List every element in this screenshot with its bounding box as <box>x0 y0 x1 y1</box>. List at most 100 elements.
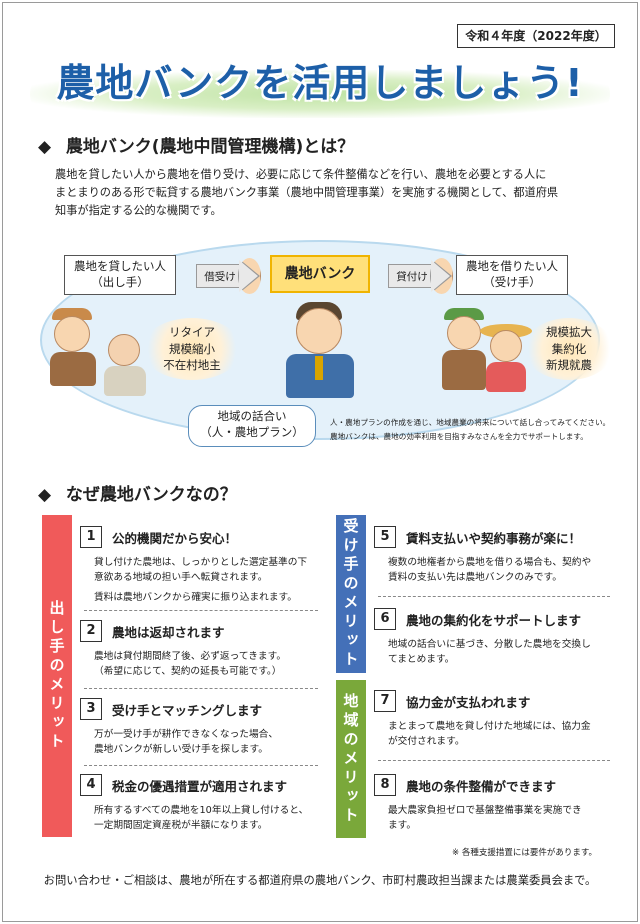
diagram-notes: 人・農地プランの作成を通じ、地域農業の将来について話し合ってみてください。 農地… <box>330 416 610 445</box>
merit-desc-line: が交付されます。 <box>388 735 465 747</box>
merit-title: 公的機関だから安心！ <box>112 531 238 546</box>
merit-description: 所有するすべての農地を10年以上貸し付けると、 一定期間固定資産税が半額になりま… <box>94 804 308 833</box>
merit-item-6: 6 農地の集約化をサポートします 地域の話合いに基づき、分散した農地を交換し て… <box>374 608 624 668</box>
merit-desc-line: ます。 <box>388 819 417 831</box>
merit-desc-line: 万が一受け手が耕作できなくなった場合、 <box>94 729 279 740</box>
merit-item-4: 4 税金の優遇措置が適用されます 所有するすべての農地を10年以上貸し付けると、… <box>80 774 330 834</box>
divider <box>84 688 318 689</box>
contact-footer: お問い合わせ・ご相談は、農地が所在する都道府県の農地バンク、市町村農政担当課また… <box>43 874 597 887</box>
borrow-arrow-icon: 借受け <box>196 258 261 294</box>
merit-number: 3 <box>80 698 102 720</box>
merit-item-7: 7 協力金が支払われます まとまって農地を貸し付けた地域には、協力金 が交付され… <box>374 690 624 750</box>
lender-label: 農地を貸したい人 <box>74 259 166 273</box>
title-background <box>30 70 610 118</box>
region-merits-tab: 地域のメリット <box>336 680 366 838</box>
lender-type: 不在村地主 <box>163 358 221 373</box>
borrower-type: 新規就農 <box>546 358 592 373</box>
lender-role: （出し手） <box>91 274 149 289</box>
lend-arrow-label: 貸付け <box>396 271 428 283</box>
lender-type: リタイア <box>169 325 215 339</box>
merit-desc-line: 農地は貸付期間終了後、必ず返ってきます。 <box>94 651 287 662</box>
merit-title: 農地の集約化をサポートします <box>406 613 582 628</box>
merit-number: 2 <box>80 620 102 642</box>
merit-desc-line: 賃料の支払い先は農地バンクのみです。 <box>388 571 562 583</box>
merit-description: まとまって農地を貸し付けた地域には、協力金 が交付されます。 <box>388 720 591 749</box>
merit-desc-line: 一定期間固定資産税が半額になります。 <box>94 819 268 831</box>
merit-title: 協力金が支払われます <box>406 695 531 710</box>
bank-staff-illustration <box>282 302 358 398</box>
merit-item-5: 5 賃料支払いや契約事務が楽に！ 複数の地権者から農地を借りる場合も、契約や 賃… <box>374 526 624 586</box>
lender-type: 規模縮小 <box>169 341 215 356</box>
farmland-bank-box: 農地バンク <box>270 255 370 293</box>
merit-description: 万が一受け手が耕作できなくなった場合、 農地バンクが新しい受け手を探します。 <box>94 728 278 757</box>
diagram-note: 人・農地プランの作成を通じ、地域農業の将来について話し合ってみてください。 <box>330 418 611 427</box>
merit-description: 最大農家負担ゼロで基盤整備事業を実施でき ます。 <box>388 804 582 833</box>
divider <box>378 596 610 597</box>
borrower-box: 農地を借りたい人 （受け手） <box>456 255 568 295</box>
merit-number: 5 <box>374 526 396 548</box>
divider <box>378 760 610 761</box>
lender-types: リタイア 規模縮小 不在村地主 <box>142 318 242 380</box>
merit-desc-line: 賃料は農地バンクから確実に振り込まれます。 <box>94 592 297 604</box>
borrower-type: 集約化 <box>551 341 587 356</box>
borrower-types: 規模拡大 集約化 新規就農 <box>524 318 614 380</box>
talk-plan: （人・農地プラン） <box>200 424 304 439</box>
lender-merits-tab: 出し手のメリット <box>42 515 72 837</box>
merit-number: 8 <box>374 774 396 796</box>
merit-item-1: 1 公的機関だから安心！ 貸し付けた農地は、しっかりとした選定基準の下 意欲ある… <box>80 526 330 606</box>
borrower-merits-tab: 受け手のメリット <box>336 515 366 673</box>
merit-desc-line: 最大農家負担ゼロで基盤整備事業を実施でき <box>388 805 582 816</box>
lender-box: 農地を貸したい人 （出し手） <box>64 255 176 295</box>
intro-line: 知事が指定する公的な機関です。 <box>55 203 222 217</box>
intro-line: まとまりのある形で転貸する農地バンク事業（農地中間管理事業）を実施する機関として… <box>55 185 559 199</box>
section2-heading: ◆ なぜ農地バンクなの？ <box>38 480 237 505</box>
borrower-role: （受け手） <box>483 274 541 289</box>
lend-arrow-icon: 貸付け <box>388 258 453 294</box>
merit-desc-line: 複数の地権者から農地を借りる場合も、契約や <box>388 557 592 568</box>
section1-heading: ◆ 農地バンク(農地中間管理機構)とは？ <box>38 132 354 157</box>
year-badge: 令和４年度（2022年度） <box>457 24 615 48</box>
section1-intro: 農地を貸したい人から農地を借り受け、必要に応じて条件整備などを行い、農地を必要と… <box>55 166 595 220</box>
community-discussion-box: 地域の話合い （人・農地プラン） <box>188 405 316 447</box>
section1-heading-text: 農地バンク(農地中間管理機構)とは？ <box>65 137 355 157</box>
merit-number: 4 <box>80 774 102 796</box>
merit-description: 農地は貸付期間終了後、必ず返ってきます。 （希望に応じて、契約の延長も可能です。… <box>94 650 286 679</box>
merit-item-2: 2 農地は返却されます 農地は貸付期間終了後、必ず返ってきます。 （希望に応じて… <box>80 620 330 680</box>
merit-title: 農地は返却されます <box>112 625 225 640</box>
borrower-type: 規模拡大 <box>546 325 592 339</box>
merit-number: 7 <box>374 690 396 712</box>
elderly-man-illustration <box>104 334 146 396</box>
merit-item-3: 3 受け手とマッチングします 万が一受け手が耕作できなくなった場合、 農地バンク… <box>80 698 330 758</box>
merit-desc-line: まとまって農地を貸し付けた地域には、協力金 <box>388 721 591 732</box>
merit-title: 賃料支払いや契約事務が楽に！ <box>406 531 582 546</box>
merit-description: 貸し付けた農地は、しっかりとした選定基準の下 意欲ある地域の担い手へ転貸されます… <box>94 556 307 606</box>
merit-item-8: 8 農地の条件整備ができます 最大農家負担ゼロで基盤整備事業を実施でき ます。 <box>374 774 624 834</box>
merit-title: 農地の条件整備ができます <box>406 779 557 794</box>
merit-number: 1 <box>80 526 102 548</box>
merit-desc-line: 貸し付けた農地は、しっかりとした選定基準の下 <box>94 557 308 568</box>
section2-heading-text: なぜ農地バンクなの？ <box>65 485 237 505</box>
borrower-label: 農地を借りたい人 <box>466 259 558 273</box>
merit-desc-line: 所有するすべての農地を10年以上貸し付けると、 <box>94 805 309 816</box>
borrow-arrow-label: 借受け <box>204 271 236 283</box>
merit-title: 税金の優遇措置が適用されます <box>112 779 288 794</box>
page-title: 農地バンクを活用しましょう! <box>56 61 584 105</box>
diamond-bullet-icon: ◆ <box>38 485 52 505</box>
talk-label: 地域の話合い <box>217 409 287 423</box>
merit-desc-line: 農地バンクが新しい受け手を探します。 <box>94 743 268 755</box>
merit-number: 6 <box>374 608 396 630</box>
merit-desc-line: 地域の話合いに基づき、分散した農地を交換し <box>388 639 591 650</box>
footnote: ※ 各種支援措置には要件があります。 <box>452 848 597 858</box>
farmer-illustration <box>48 308 98 388</box>
merit-title: 受け手とマッチングします <box>112 703 263 718</box>
merit-desc-line: てまとめます。 <box>388 653 455 665</box>
woman-farmer-illustration <box>480 322 532 392</box>
merit-desc-line: （希望に応じて、契約の延長も可能です。） <box>94 665 282 677</box>
divider <box>84 610 318 611</box>
merit-description: 複数の地権者から農地を借りる場合も、契約や 賃料の支払い先は農地バンクのみです。 <box>388 556 591 585</box>
diamond-bullet-icon: ◆ <box>38 137 52 157</box>
young-farmer-illustration <box>442 308 486 390</box>
diagram-note: 農地バンクは、農地の効率利用を目指すみなさんを全力でサポートします。 <box>330 432 588 442</box>
merit-description: 地域の話合いに基づき、分散した農地を交換し てまとめます。 <box>388 638 591 667</box>
divider <box>84 765 318 766</box>
